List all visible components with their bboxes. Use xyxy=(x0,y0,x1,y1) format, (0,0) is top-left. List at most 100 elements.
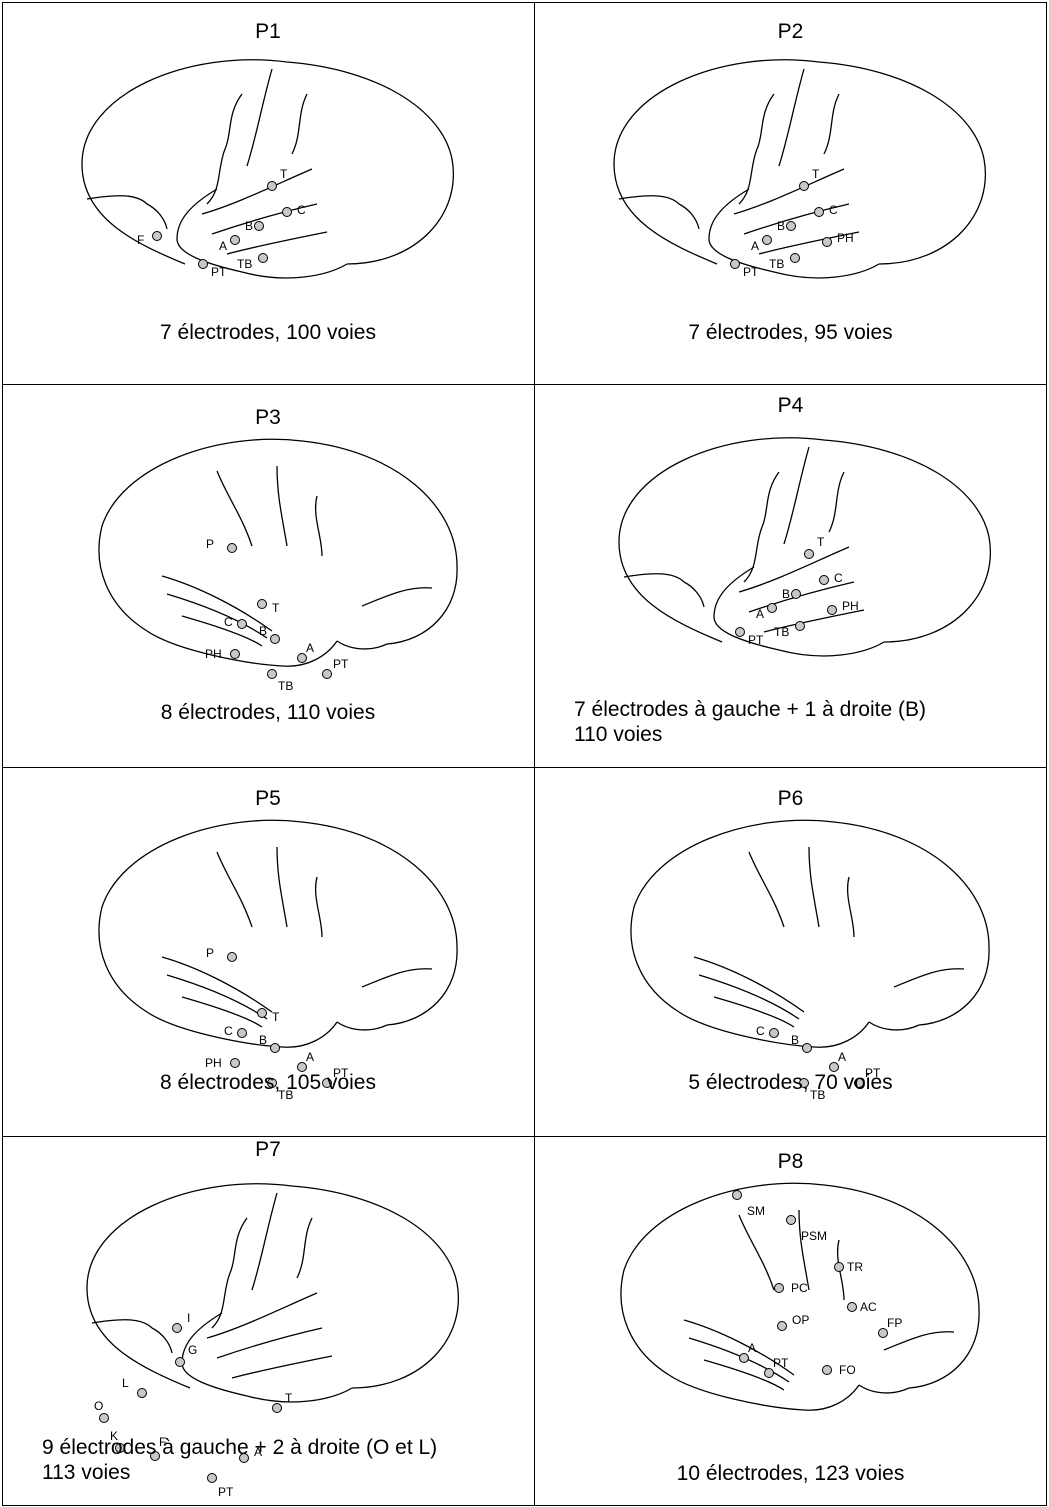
caption-line: 8 électrodes, 110 voies xyxy=(2,700,534,725)
brain-contour-7 xyxy=(829,472,844,532)
brain-contour-2 xyxy=(624,574,684,582)
electrode-label: A xyxy=(748,1341,756,1355)
electrode-label: TR xyxy=(847,1260,863,1274)
brain-contour-4 xyxy=(762,472,779,527)
electrode-marker xyxy=(848,1303,857,1312)
brain-contour-4 xyxy=(757,94,774,149)
electrode-label: C xyxy=(224,1024,233,1038)
electrode-label: F xyxy=(137,233,144,247)
panel-title: P2 xyxy=(534,20,1047,44)
electrode-label: TB xyxy=(774,625,789,639)
electrode-label: TB xyxy=(769,257,784,271)
brain-contour-3 xyxy=(679,204,699,229)
panel-p2: P2TCBAPHTBPT7 électrodes, 95 voies xyxy=(534,2,1047,384)
brain-contour-4 xyxy=(749,852,784,927)
brain-contour-9 xyxy=(182,997,262,1027)
electrode-label: PT xyxy=(211,265,227,279)
panel-p4: P4TCBAPHTBPT7 électrodes à gauche + 1 à … xyxy=(534,384,1047,767)
brain-contour-7 xyxy=(162,576,272,631)
electrode-label: PT xyxy=(748,633,764,647)
panel-caption: 7 électrodes à gauche + 1 à droite (B)11… xyxy=(574,697,1047,747)
brain-contour-1 xyxy=(337,641,387,649)
brain-contour-6 xyxy=(316,496,322,556)
electrode-label: T xyxy=(812,167,820,181)
electrode-label: G xyxy=(188,1343,197,1357)
electrode-marker xyxy=(778,1322,787,1331)
electrode-marker xyxy=(238,620,247,629)
electrode-marker xyxy=(176,1358,185,1367)
brain-contour-3 xyxy=(362,588,432,606)
electrode-label: A xyxy=(306,641,314,655)
brain-contour-10 xyxy=(227,232,327,254)
electrode-label: A xyxy=(306,1050,314,1064)
electrode-label: B xyxy=(245,219,253,233)
electrode-label: C xyxy=(829,203,838,217)
caption-line: 8 électrodes, 105 voies xyxy=(2,1070,534,1095)
electrode-label: B xyxy=(259,1033,267,1047)
brain-contour-9 xyxy=(182,616,262,646)
electrode-label: OP xyxy=(792,1313,809,1327)
electrode-marker xyxy=(100,1414,109,1423)
brain-contour-1 xyxy=(869,1022,919,1030)
electrode-label: C xyxy=(224,615,233,629)
brain-contour-5 xyxy=(739,149,757,204)
electrode-label: PH xyxy=(842,599,859,613)
electrode-marker xyxy=(259,254,268,263)
brain-contour-0 xyxy=(631,820,989,1025)
electrode-marker xyxy=(258,1009,267,1018)
panel-caption: 7 électrodes, 100 voies xyxy=(2,320,534,345)
caption-line: 7 électrodes à gauche + 1 à droite (B) xyxy=(574,697,1047,722)
electrode-marker xyxy=(823,238,832,247)
electrode-label: PSM xyxy=(801,1229,827,1243)
electrode-marker xyxy=(231,650,240,659)
brain-contour-6 xyxy=(848,877,854,937)
brain-diagram: IGLOKFTAPT xyxy=(82,1178,472,1478)
brain-contour-5 xyxy=(744,527,762,582)
panel-caption: 8 électrodes, 110 voies xyxy=(2,700,534,725)
brain-contour-2 xyxy=(92,1320,152,1328)
electrode-marker xyxy=(271,635,280,644)
electrode-label: B xyxy=(259,624,267,638)
brain-contour-3 xyxy=(152,1328,172,1353)
electrode-marker xyxy=(238,1029,247,1038)
electrode-marker xyxy=(768,604,777,613)
electrode-marker xyxy=(271,1044,280,1053)
panel-title: P5 xyxy=(2,787,534,811)
electrode-marker xyxy=(283,208,292,217)
caption-line: 10 électrodes, 123 voies xyxy=(534,1461,1047,1486)
electrode-marker xyxy=(823,1366,832,1375)
electrode-label: FP xyxy=(887,1316,902,1330)
brain-contour-0 xyxy=(99,820,457,1025)
caption-line: 9 électrodes à gauche + 2 à droite (O et… xyxy=(42,1435,534,1460)
electrode-label: PH xyxy=(205,647,222,661)
brain-contour-4 xyxy=(230,1218,247,1273)
electrode-marker xyxy=(228,544,237,553)
electrode-label: T xyxy=(285,1391,293,1405)
electrode-label: C xyxy=(834,571,843,585)
brain-contour-10 xyxy=(232,1356,332,1378)
electrode-marker xyxy=(138,1389,147,1398)
electrode-label: T xyxy=(272,1010,280,1024)
brain-contour-0 xyxy=(614,60,985,264)
caption-line: 7 électrodes, 95 voies xyxy=(534,320,1047,345)
brain-contour-1 xyxy=(859,1385,909,1393)
electrode-marker xyxy=(792,590,801,599)
electrode-label: PH xyxy=(205,1056,222,1070)
brain-contour-5 xyxy=(207,149,225,204)
panel-title: P6 xyxy=(534,787,1047,811)
brain-contour-5 xyxy=(809,847,819,927)
caption-line: 7 électrodes, 100 voies xyxy=(2,320,534,345)
brain-contour-6 xyxy=(316,877,322,937)
panel-caption: 8 électrodes, 105 voies xyxy=(2,1070,534,1095)
panel-title: P3 xyxy=(2,406,534,430)
caption-line: 5 électrodes, 70 voies xyxy=(534,1070,1047,1095)
electrode-label: P xyxy=(206,946,214,960)
brain-contour-3 xyxy=(884,1332,954,1350)
electrode-label: C xyxy=(297,203,306,217)
electrode-marker xyxy=(228,953,237,962)
electrode-marker xyxy=(796,622,805,631)
